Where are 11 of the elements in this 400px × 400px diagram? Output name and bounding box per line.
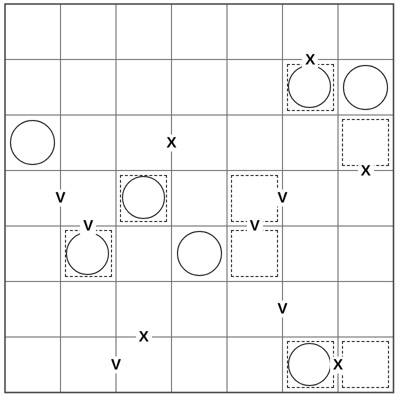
clue-letter: X (164, 134, 180, 152)
clue-letter: V (52, 190, 68, 207)
clue-letter: V (274, 190, 290, 207)
clue-letter: X (302, 51, 318, 68)
circle-outline (343, 64, 388, 110)
clue-letter: V (80, 218, 96, 234)
circle-outline (176, 231, 222, 276)
clue-letter: X (330, 356, 346, 374)
circle-outline (10, 120, 56, 166)
clue-letter: V (274, 300, 290, 318)
clue-letter: V (108, 356, 124, 374)
